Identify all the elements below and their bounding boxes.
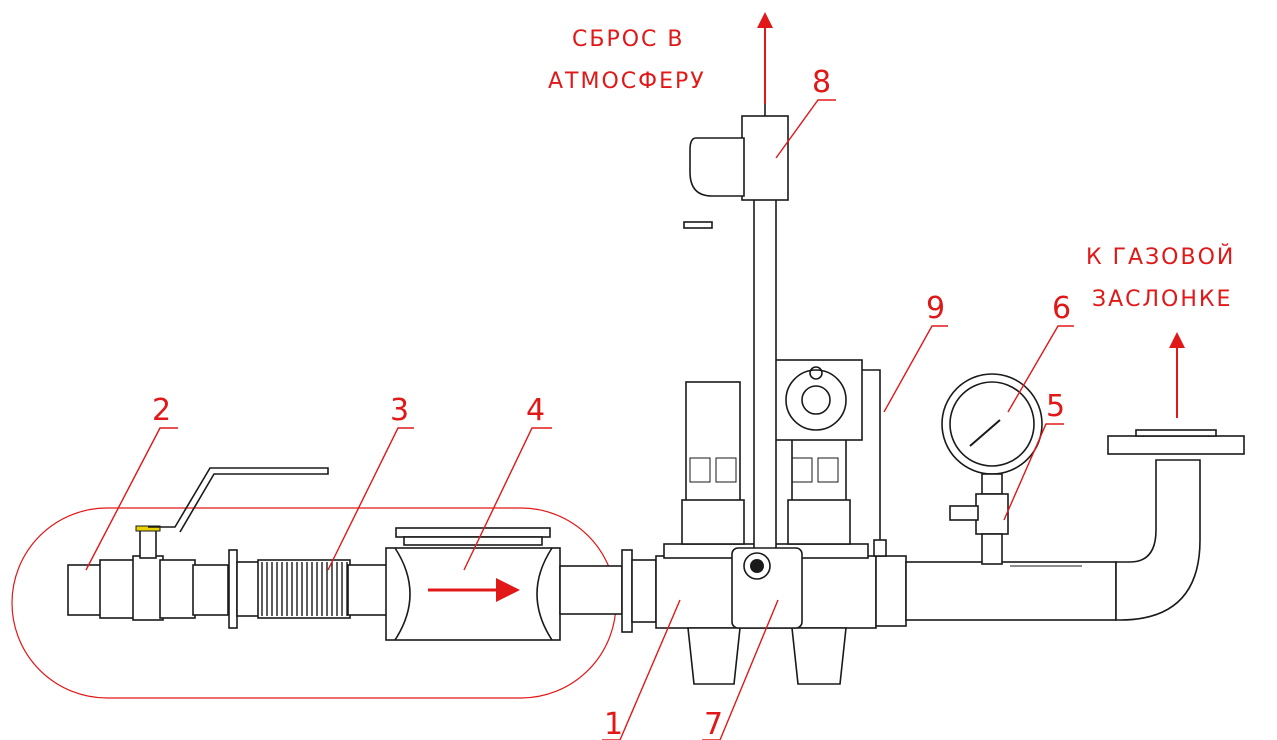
inlet-pipe xyxy=(559,565,623,615)
callout-1: 1 xyxy=(604,707,623,740)
callout-7: 7 xyxy=(704,707,723,740)
flange-left xyxy=(228,549,238,629)
vent-valve xyxy=(683,100,803,629)
callout-5: 5 xyxy=(1046,389,1065,424)
vent-label-line1: СБРОС В xyxy=(572,27,684,52)
bellows-compensator xyxy=(257,559,389,619)
gas-filter xyxy=(385,527,561,641)
pressure-gauge xyxy=(941,373,1043,565)
outlet-elbow xyxy=(1107,429,1245,621)
impulse-line xyxy=(862,369,881,540)
callout-6: 6 xyxy=(1052,291,1071,326)
flange-collar xyxy=(236,561,260,617)
ball-valve xyxy=(67,467,329,621)
callout-2: 2 xyxy=(152,393,171,428)
outlet-label-line1: К ГАЗОВОЙ xyxy=(1086,244,1235,270)
outlet-label-line2: ЗАСЛОНКЕ xyxy=(1092,287,1232,312)
callout-3: 3 xyxy=(390,393,409,428)
callout-9: 9 xyxy=(926,291,945,326)
callout-8: 8 xyxy=(812,65,831,100)
vent-label-line2: АТМОСФЕРУ xyxy=(548,69,706,94)
callout-4: 4 xyxy=(526,393,545,428)
